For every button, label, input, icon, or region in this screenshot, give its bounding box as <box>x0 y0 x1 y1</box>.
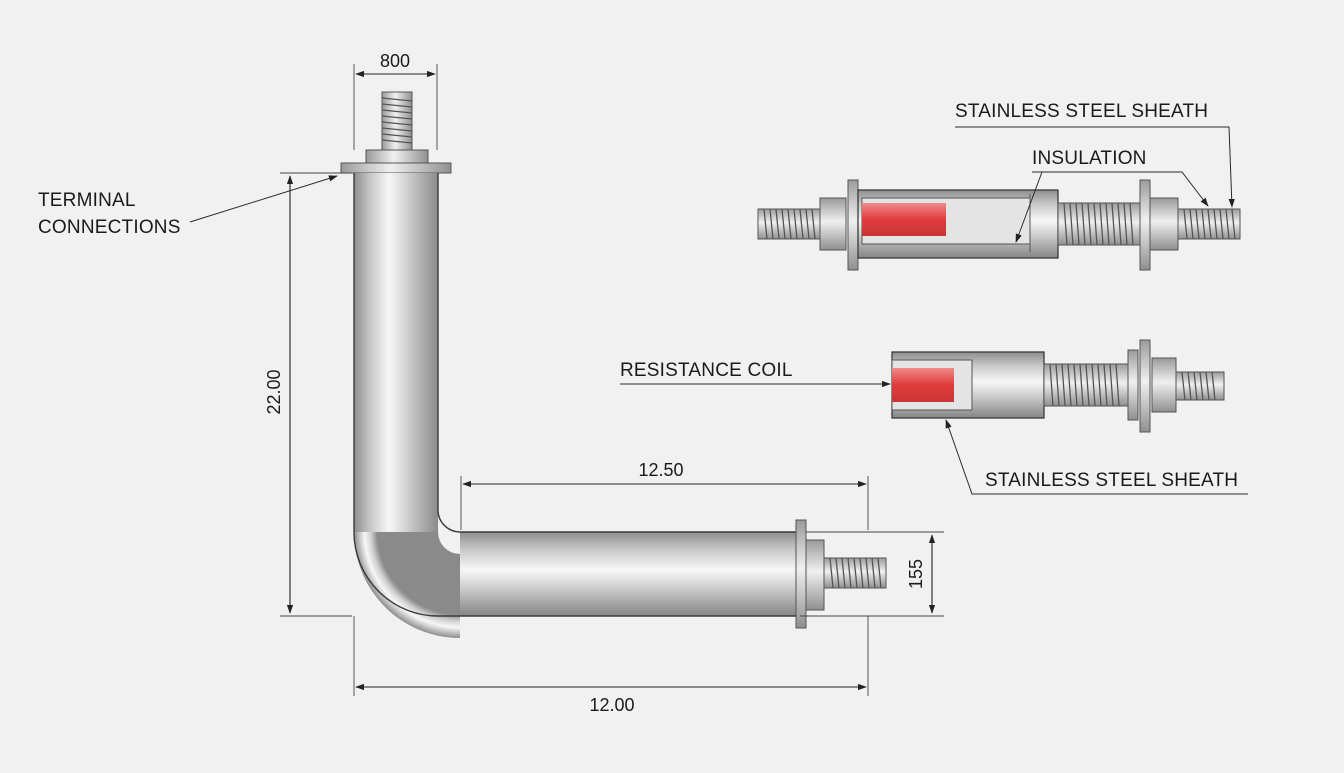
dimension-horizontal-lower: 12.00 <box>353 615 944 715</box>
resistance-coil-callout: RESISTANCE COIL <box>620 360 891 388</box>
dimension-vertical-length: 22.00 <box>264 172 352 617</box>
horizontal-tube <box>460 532 798 616</box>
sheath-bottom-callout: STAINLESS STEEL SHEATH <box>945 419 1248 495</box>
end-threaded-stud <box>823 557 887 589</box>
cutaway-bottom-washer <box>1127 349 1139 421</box>
insulation-label: INSULATION <box>1032 148 1147 169</box>
insulation-callout: INSULATION <box>1015 148 1209 243</box>
l-heater <box>340 91 887 638</box>
cutaway-assembly-top <box>757 179 1241 271</box>
cutaway-top-right-flange <box>1139 179 1151 271</box>
cutaway-bottom-right-stud <box>1175 371 1225 401</box>
top-flange <box>340 162 452 174</box>
sheath-top-label: STAINLESS STEEL SHEATH <box>955 101 1208 122</box>
terminal-connections-callout: TERMINAL CONNECTIONS <box>38 175 338 238</box>
cutaway-bottom-mid-thread <box>1043 363 1129 407</box>
cutaway-bottom-coil <box>892 368 954 402</box>
terminal-label-line2: CONNECTIONS <box>38 217 181 238</box>
flange-width-value: 800 <box>380 51 410 71</box>
terminal-label-line1: TERMINAL <box>38 190 136 211</box>
end-nut <box>805 539 825 611</box>
horizontal-lower-value: 12.00 <box>589 695 634 715</box>
end-height-value: 155 <box>906 559 926 589</box>
tube-bend <box>354 532 460 638</box>
sheath-bottom-label: STAINLESS STEEL SHEATH <box>985 470 1238 491</box>
vertical-tube <box>354 173 438 532</box>
top-nut <box>365 149 429 165</box>
end-flange <box>795 519 807 629</box>
dimension-end-height: 155 <box>806 531 944 614</box>
vertical-length-value: 22.00 <box>264 369 284 414</box>
cutaway-bottom-nut <box>1151 357 1177 413</box>
cutaway-top-left-nut <box>819 197 847 251</box>
cutaway-top-right-stud <box>1177 208 1241 240</box>
cutaway-top-coil <box>862 203 946 236</box>
top-threaded-stud <box>381 91 413 153</box>
cutaway-top-left-flange <box>847 179 859 271</box>
dimension-horizontal-upper: 12.50 <box>460 460 869 530</box>
sheath-top-callout: STAINLESS STEEL SHEATH <box>955 101 1235 208</box>
cutaway-bottom-flange <box>1139 339 1151 433</box>
cutaway-assembly-bottom <box>891 339 1225 433</box>
resistance-coil-label: RESISTANCE COIL <box>620 360 793 381</box>
dimension-flange-width: 800 <box>353 51 438 150</box>
cutaway-top-mid-thread <box>1057 202 1141 246</box>
cutaway-top-right-nut <box>1149 197 1179 251</box>
horizontal-upper-value: 12.50 <box>638 460 683 480</box>
cutaway-top-left-stud <box>757 208 821 240</box>
